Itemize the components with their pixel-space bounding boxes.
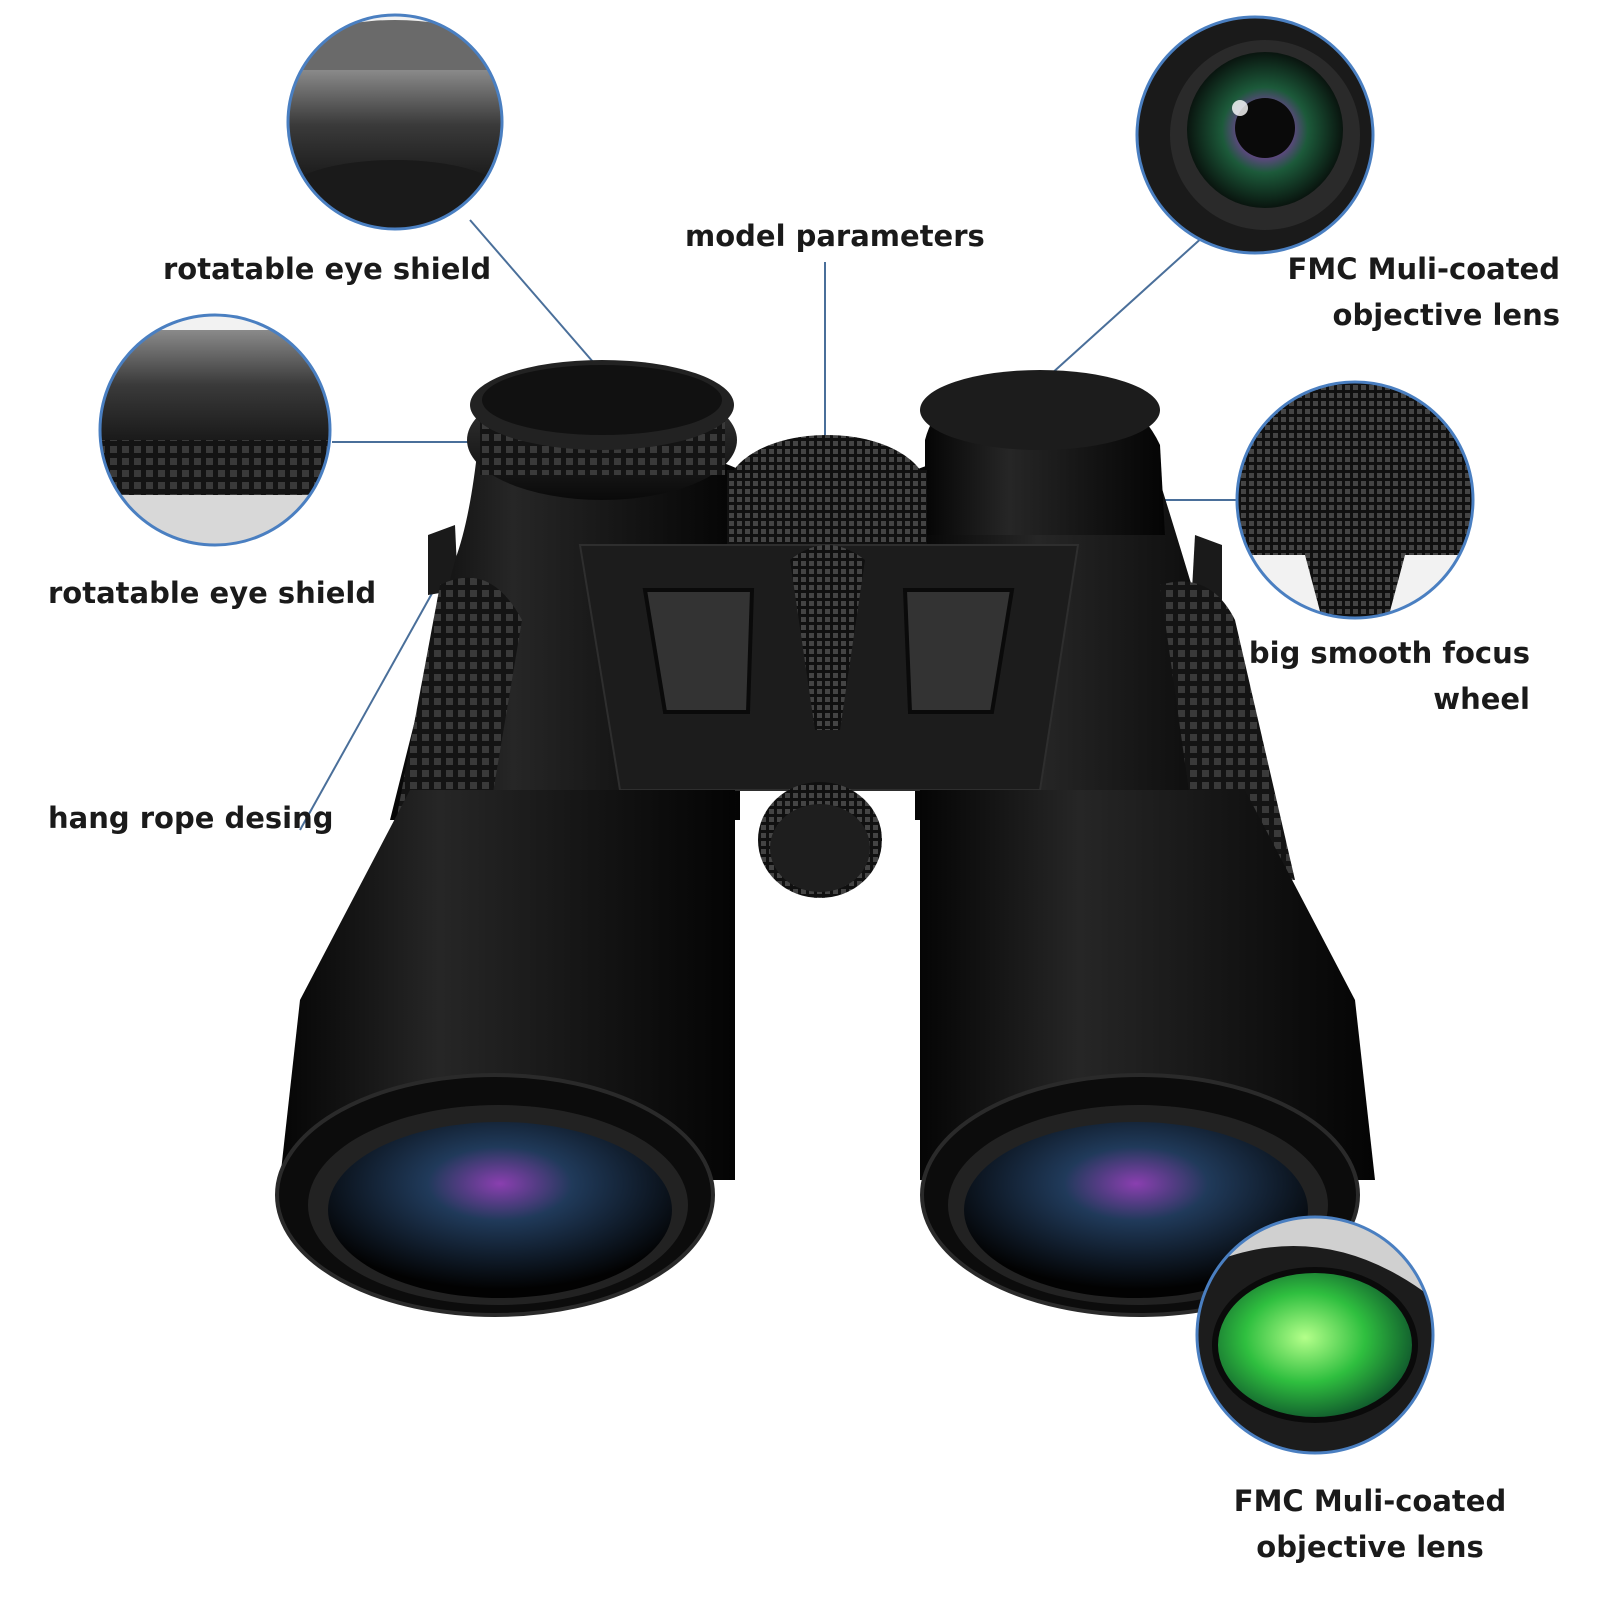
callout-circle-objective-bottom bbox=[1195, 1215, 1435, 1455]
label-model-parameters: model parameters bbox=[685, 219, 985, 253]
label-hang-rope: hang rope desing bbox=[48, 801, 334, 835]
label-focus-wheel-line2: wheel bbox=[1433, 682, 1530, 717]
callout-circle-eye-shield-mid bbox=[98, 313, 332, 547]
label-focus-wheel: big smooth focus wheel bbox=[1249, 630, 1530, 723]
callout-circle-focus-wheel bbox=[1235, 380, 1475, 620]
label-objective-top-line2: objective lens bbox=[1332, 298, 1560, 333]
label-objective-bottom-line2: objective lens bbox=[1256, 1530, 1484, 1565]
label-focus-wheel-line1: big smooth focus bbox=[1248, 636, 1530, 670]
label-objective-bottom: FMC Muli-coated objective lens bbox=[1230, 1478, 1510, 1571]
label-objective-bottom-line1: FMC Muli-coated bbox=[1233, 1484, 1507, 1518]
callout-circle-eye-shield-top bbox=[286, 13, 504, 231]
label-eye-shield-top: rotatable eye shield bbox=[163, 252, 492, 286]
label-eye-shield-mid: rotatable eye shield bbox=[48, 576, 377, 610]
binocular-body bbox=[275, 360, 1375, 1317]
label-objective-top: FMC Muli-coated objective lens bbox=[1288, 246, 1560, 339]
callout-circle-objective-top bbox=[1135, 15, 1375, 255]
label-objective-top-line1: FMC Muli-coated bbox=[1287, 252, 1560, 286]
